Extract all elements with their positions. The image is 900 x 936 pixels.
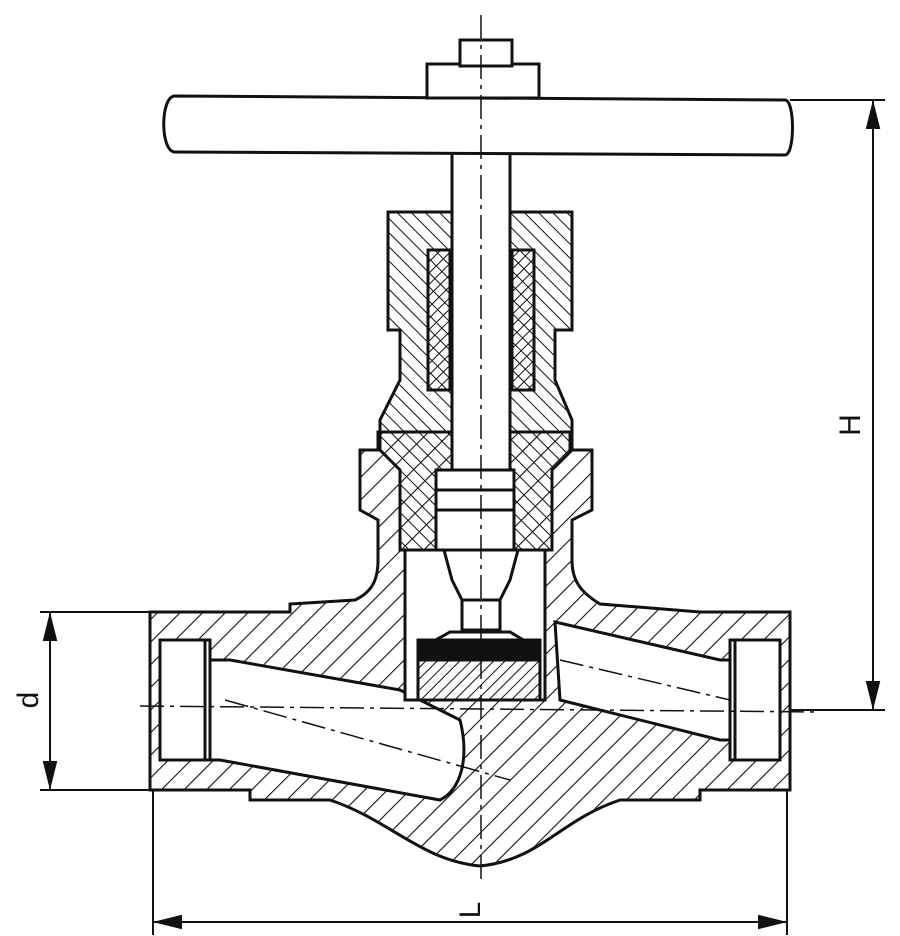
outlet-port [728, 638, 782, 762]
outlet-passage [553, 620, 732, 742]
packing-left [426, 248, 452, 392]
inlet-port [158, 638, 212, 762]
handwheel-rim [162, 94, 794, 157]
dimension-label-h: H [834, 414, 867, 436]
inlet-passage [208, 658, 466, 802]
valve-disc [416, 630, 542, 702]
packing-right [510, 248, 536, 392]
handwheel [162, 38, 794, 157]
handwheel-nut [425, 62, 541, 100]
centerlines [139, 15, 821, 880]
dimension-label-l: L [454, 902, 487, 919]
dimension-label-d: d [12, 692, 45, 709]
dimension-lines [40, 99, 885, 935]
stem-tip [458, 38, 514, 68]
